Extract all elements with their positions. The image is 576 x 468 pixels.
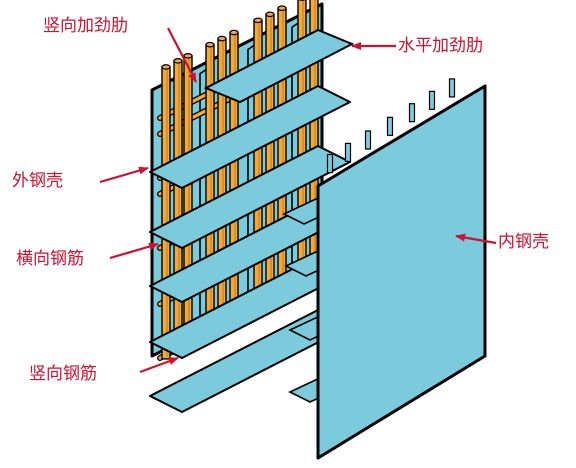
inner-shell-plate — [318, 86, 485, 458]
inner-shell-stud-2 — [346, 143, 351, 161]
arrow-outer-steel-shell — [100, 168, 148, 182]
inner-shell-stud-7 — [450, 79, 455, 97]
label-transverse-rebar: 横向钢筋 — [16, 249, 84, 269]
vertical-rebar-cap — [266, 12, 274, 16]
label-vertical-stiffener: 竖向加劲肋 — [43, 16, 128, 36]
label-outer-steel-shell: 外钢壳 — [12, 171, 63, 191]
label-horizontal-stiffener: 水平加劲肋 — [398, 36, 483, 56]
vertical-rebar-cap — [254, 18, 262, 22]
vertical-rebar-1 — [162, 67, 170, 359]
inner-shell-stud-6 — [430, 91, 435, 109]
vertical-rebar-cap — [206, 42, 214, 46]
inner-shell-stud-5 — [410, 104, 415, 122]
label-vertical-rebar: 竖向钢筋 — [29, 364, 97, 384]
vertical-rebar-3 — [184, 56, 192, 348]
vertical-rebar-cap — [218, 36, 226, 40]
vertical-rebar-cap — [278, 6, 286, 10]
inner-shell-stud-1 — [328, 155, 333, 173]
vertical-rebar-2 — [174, 61, 182, 353]
vertical-rebar-cap — [174, 59, 182, 63]
label-inner-steel-shell: 内钢壳 — [498, 232, 549, 252]
inner-shell-stud-3 — [366, 131, 371, 149]
vertical-rebar-cap — [184, 54, 192, 58]
vertical-rebar-cap — [162, 65, 170, 69]
vertical-rebar-cap — [230, 30, 238, 34]
inner-shell-stud-4 — [388, 117, 393, 135]
